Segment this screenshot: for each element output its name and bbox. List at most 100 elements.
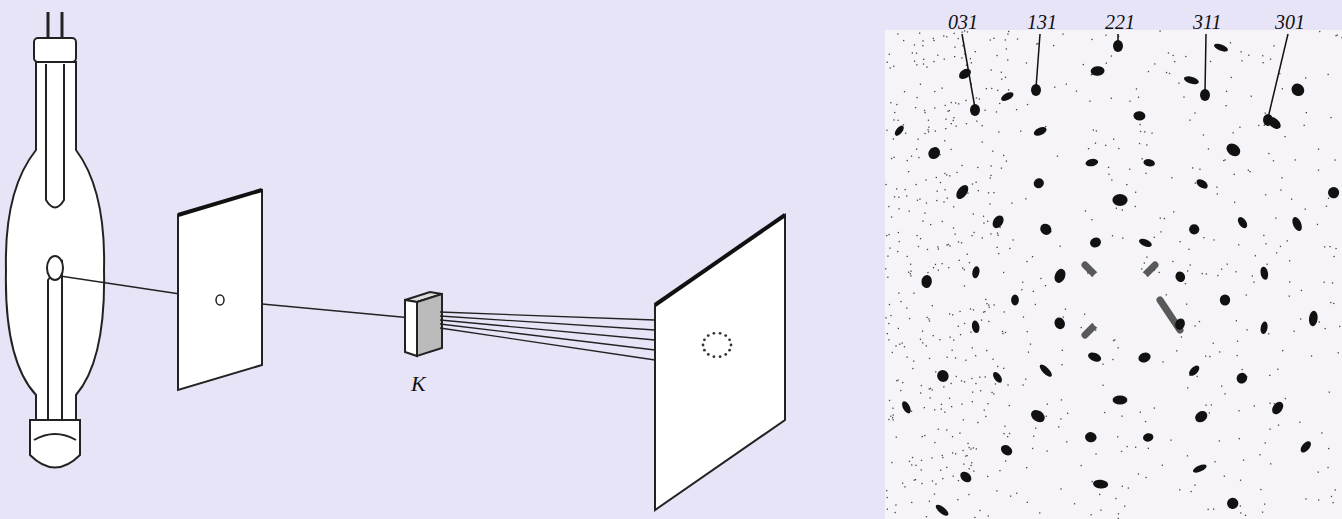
grain: [1003, 155, 1004, 156]
grain: [1154, 407, 1155, 408]
grain: [888, 339, 889, 340]
grain: [1007, 33, 1008, 34]
grain: [976, 448, 977, 449]
grain: [942, 455, 943, 456]
laue-spot: [1289, 81, 1307, 99]
grain: [1209, 356, 1210, 357]
grain: [951, 383, 952, 384]
grain: [1045, 126, 1046, 127]
grain: [934, 494, 935, 495]
grain: [1189, 120, 1190, 121]
grain: [1234, 202, 1235, 203]
grain: [965, 456, 966, 457]
grain: [962, 268, 963, 269]
grain: [1115, 498, 1116, 499]
grain: [964, 381, 965, 382]
grain: [953, 117, 954, 118]
grain: [1081, 465, 1082, 466]
grain: [1291, 199, 1292, 200]
grain: [988, 321, 989, 322]
grain: [1277, 369, 1278, 370]
grain: [1007, 436, 1008, 437]
grain: [934, 107, 935, 108]
grain: [1017, 38, 1018, 39]
laue-spot: [1133, 111, 1146, 121]
grain: [998, 235, 999, 236]
grain: [887, 277, 888, 278]
grain: [935, 484, 936, 485]
grain: [912, 457, 913, 458]
grain: [915, 465, 916, 466]
grain: [1140, 124, 1141, 125]
grain: [929, 320, 930, 321]
grain: [1268, 333, 1269, 334]
grain: [922, 331, 923, 332]
grain: [1335, 248, 1336, 249]
grain: [928, 131, 929, 132]
grain: [1185, 283, 1186, 284]
laue-spot: [954, 183, 971, 201]
grain: [1159, 31, 1160, 32]
grain: [945, 128, 946, 129]
grain: [886, 130, 887, 131]
grain: [1317, 224, 1318, 225]
grain: [1013, 239, 1014, 240]
grain: [1122, 237, 1123, 238]
grain: [1301, 290, 1302, 291]
grain: [920, 392, 921, 393]
grain: [894, 112, 895, 113]
grain: [909, 461, 910, 462]
grain: [1076, 91, 1077, 92]
grain: [1186, 304, 1187, 305]
grain: [1305, 498, 1306, 499]
grain: [1329, 392, 1330, 393]
grain: [897, 380, 898, 381]
grain: [1188, 249, 1189, 250]
grain: [932, 480, 933, 481]
miller-index: 031: [948, 12, 978, 32]
grain: [1124, 506, 1125, 507]
grain: [1160, 231, 1161, 232]
grain: [949, 398, 950, 399]
laue-spot: [971, 320, 981, 334]
grain: [907, 357, 908, 358]
grain: [1146, 257, 1147, 258]
grain: [1022, 282, 1023, 283]
grain: [1118, 513, 1119, 514]
grain: [944, 59, 945, 60]
grain: [1135, 206, 1136, 207]
grain: [1113, 139, 1114, 140]
crystal: [405, 292, 442, 356]
grain: [1027, 104, 1028, 105]
grain: [1333, 256, 1334, 257]
grain: [1170, 440, 1171, 441]
grain: [1194, 485, 1195, 486]
grain: [1241, 60, 1242, 61]
grain: [930, 397, 931, 398]
grain: [1242, 369, 1243, 370]
grain: [1117, 436, 1118, 437]
grain: [1105, 35, 1106, 36]
laue-spot: [1142, 432, 1154, 442]
grain: [1004, 311, 1005, 312]
grain: [896, 380, 897, 381]
laue-spot: [1138, 237, 1153, 249]
grain: [1035, 428, 1036, 429]
grain: [936, 200, 937, 201]
grain: [973, 213, 974, 214]
grain: [930, 224, 931, 225]
grain: [910, 273, 911, 274]
grain: [904, 91, 905, 92]
laue-spot: [1032, 176, 1046, 190]
grain: [1240, 480, 1241, 481]
grain: [1145, 421, 1146, 422]
grain: [1026, 62, 1027, 63]
grain: [1262, 512, 1263, 513]
grain: [1205, 405, 1206, 406]
plate-spot: [719, 355, 722, 358]
grain: [1273, 45, 1274, 46]
grain: [913, 361, 914, 362]
grain: [1160, 218, 1161, 219]
grain: [1280, 189, 1281, 190]
grain: [997, 247, 998, 248]
